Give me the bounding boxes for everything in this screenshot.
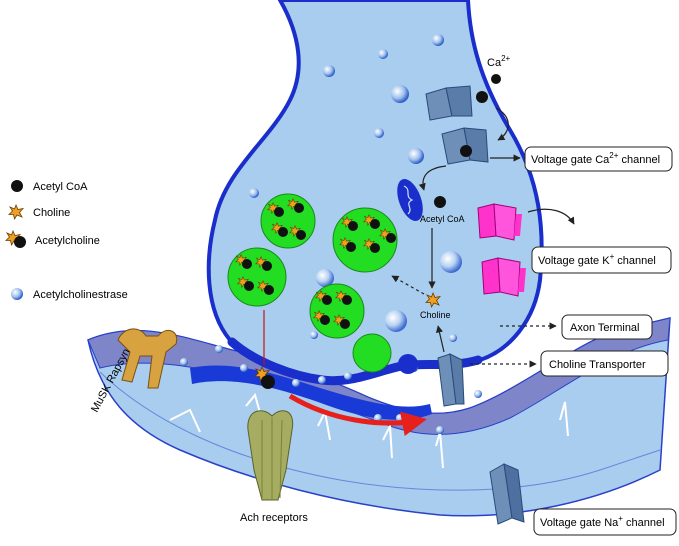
legend-item-choline: Choline bbox=[9, 205, 70, 219]
ca-label: Ca2+ bbox=[487, 54, 511, 69]
k-channel-upper bbox=[478, 204, 522, 240]
choline-transporter-callout: Choline Transporter bbox=[541, 351, 668, 376]
legend: Acetyl CoA Choline Acetylcholine Acetylc… bbox=[6, 180, 128, 301]
acetyl-coa-inner-label: Acetyl CoA bbox=[420, 214, 465, 224]
ca-channel-text: Voltage gate Ca2+ channel bbox=[531, 151, 660, 166]
choline-transporter-text: Choline Transporter bbox=[549, 359, 646, 371]
axon-terminal-text: Axon Terminal bbox=[570, 322, 640, 334]
k-channel-lower bbox=[482, 258, 526, 296]
synaptic-vesicle bbox=[261, 194, 315, 248]
legend-item-acetylcholine: Acetylcholine bbox=[6, 231, 100, 248]
k-channel-callout: Voltage gate K+ channel bbox=[532, 247, 671, 273]
legend-acetylcholinestrase-label: Acetylcholinestrase bbox=[33, 289, 128, 301]
acetyl-coa-icon bbox=[11, 180, 23, 192]
choline-transporter-protein bbox=[438, 354, 464, 406]
legend-item-acetyl-coa: Acetyl CoA bbox=[11, 180, 88, 193]
ca-channel-callout: Voltage gate Ca2+ channel bbox=[525, 147, 672, 171]
legend-acetylcholine-label: Acetylcholine bbox=[35, 235, 100, 247]
ach-receptors-label: Ach receptors bbox=[240, 512, 308, 524]
legend-acetyl-coa-label: Acetyl CoA bbox=[33, 181, 88, 193]
synaptic-vesicle bbox=[228, 248, 286, 306]
na-channel-callout: Voltage gate Na+ channel bbox=[534, 509, 676, 535]
synaptic-vesicle bbox=[310, 284, 364, 338]
acetylcholine-icon bbox=[6, 231, 26, 248]
synaptic-vesicle bbox=[333, 208, 397, 272]
axon-terminal-callout: Axon Terminal bbox=[562, 315, 652, 339]
acetylcholinestrase-icon bbox=[11, 288, 23, 300]
legend-item-acetylcholinestrase: Acetylcholinestrase bbox=[11, 288, 128, 301]
na-channel-text: Voltage gate Na+ channel bbox=[540, 514, 665, 529]
choline-inner-label: Choline bbox=[420, 310, 451, 320]
k-channel-text: Voltage gate K+ channel bbox=[538, 252, 656, 267]
legend-choline-label: Choline bbox=[33, 207, 70, 219]
choline-icon bbox=[9, 205, 23, 219]
